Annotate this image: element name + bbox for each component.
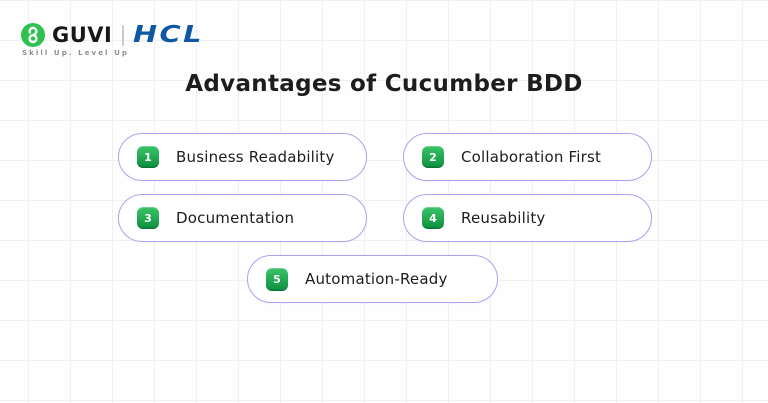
page-title: Advantages of Cucumber BDD (185, 71, 583, 97)
advantage-card-business-readability: 1 Business Readability (118, 133, 367, 181)
number-badge: 1 (137, 146, 159, 168)
guvi-wordmark: GUVI (52, 22, 113, 47)
number-badge: 5 (266, 267, 288, 291)
number-badge: 2 (422, 146, 444, 168)
logo-divider (122, 24, 125, 46)
guvi-logo-icon (21, 23, 45, 47)
hcl-wordmark: HCL (133, 21, 205, 48)
advantage-label: Reusability (461, 209, 546, 227)
advantage-label: Automation-Ready (305, 270, 448, 288)
advantage-card-reusability: 4 Reusability (403, 194, 652, 242)
number-badge: 4 (422, 207, 444, 229)
advantage-label: Documentation (176, 209, 295, 227)
advantage-label: Collaboration First (461, 148, 602, 166)
brand-logo-row: GUVI HCL (21, 22, 202, 48)
advantage-card-collaboration-first: 2 Collaboration First (403, 133, 652, 181)
number-badge: 3 (137, 207, 159, 229)
advantage-card-documentation: 3 Documentation (118, 194, 367, 242)
advantage-card-automation-ready: 5 Automation-Ready (247, 255, 498, 303)
brand-tagline: Skill Up. Level Up (22, 49, 129, 57)
advantage-label: Business Readability (176, 148, 335, 166)
